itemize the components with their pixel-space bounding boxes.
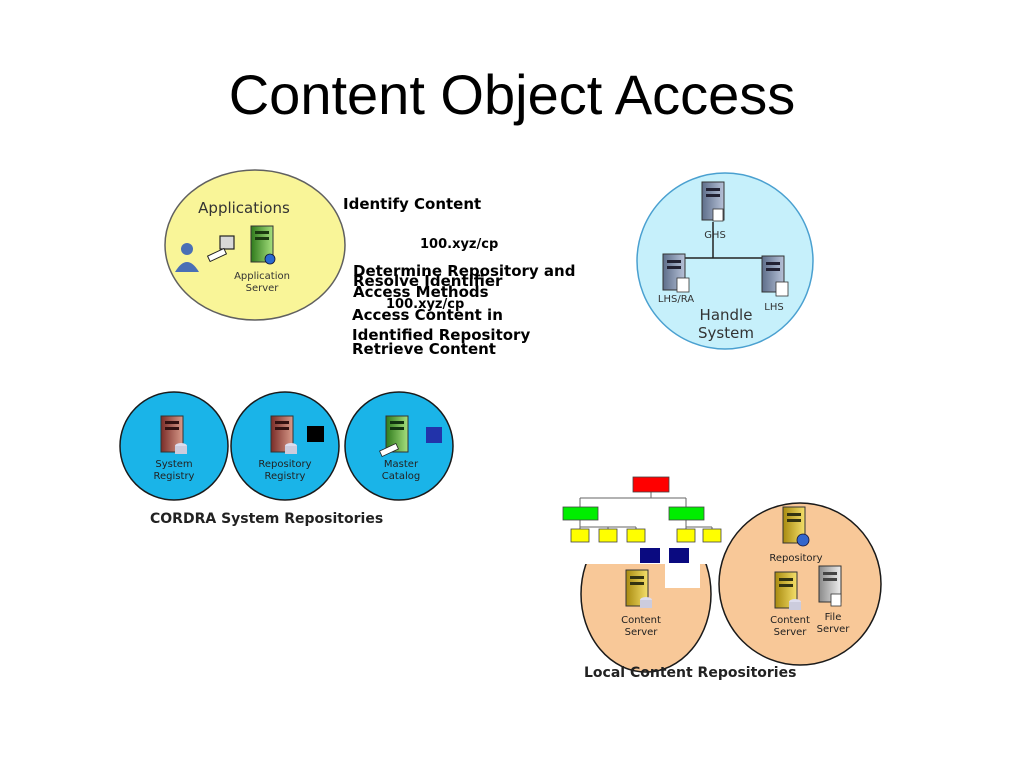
master-catalog-label-2: Catalog <box>382 471 420 482</box>
ghs-label: GHS <box>704 230 726 241</box>
hierarchy-tree <box>560 476 722 588</box>
system-registry-label-1: System <box>155 459 192 470</box>
blue-square-marker <box>426 427 442 443</box>
tree-mid-node-right <box>668 506 705 521</box>
handle-system-group: GHS LHS/RA LHS Handle System <box>636 172 814 350</box>
tree-leaf-node <box>676 528 696 543</box>
tree-lines <box>579 492 713 529</box>
applications-group: Applications Application Server <box>164 169 346 321</box>
handle-system-label-1: Handle <box>700 306 753 324</box>
file-server-label-1: File <box>825 612 842 623</box>
local-repositories-group: Content Server Repository Content Server… <box>560 476 882 681</box>
file-server-label-2: Server <box>817 624 851 635</box>
lhs-ra-label: LHS/RA <box>658 294 694 305</box>
content-server-label-2: Server <box>625 627 659 638</box>
application-server-icon <box>250 225 276 265</box>
file-server-icon <box>818 565 842 607</box>
access-content-label-1: Access Content in <box>352 306 503 324</box>
repository-registry-server-icon <box>270 415 297 454</box>
tree-root-node <box>632 476 670 493</box>
black-square-marker <box>307 426 324 442</box>
repository-label: Repository <box>769 553 822 564</box>
handle-system-bubble <box>636 172 814 350</box>
tree-leaf-node <box>702 528 722 543</box>
user-icon <box>175 243 199 272</box>
content-server-icon <box>625 569 652 608</box>
identify-content-label: Identify Content <box>343 195 482 213</box>
resolve-identifier-label: Resolve Identifier <box>353 272 503 290</box>
lhs-ra-server-icon <box>662 253 690 293</box>
determine-repository-label-1: Determine Repository and <box>353 262 576 280</box>
content-server-2-label-2: Server <box>774 627 808 638</box>
master-catalog-label-1: Master <box>384 459 419 470</box>
application-server-label-1: Application <box>234 271 290 282</box>
repository-bubble <box>718 502 882 666</box>
determine-repository-label-2: Access Methods <box>353 283 489 301</box>
handle-system-label-2: System <box>698 324 754 342</box>
repository-registry-label-2: Registry <box>265 471 306 482</box>
applications-label: Applications <box>198 199 290 217</box>
system-registry-server-icon <box>160 415 187 454</box>
tree-leaf-node <box>570 528 590 543</box>
retrieve-content-label: Retrieve Content <box>352 340 496 358</box>
lhs-label: LHS <box>764 302 783 313</box>
tree-leaf-node <box>598 528 618 543</box>
navy-square-marker <box>640 548 660 563</box>
repository-registry-label-1: Repository <box>258 459 311 470</box>
access-content-label-2: Identified Repository <box>352 326 531 344</box>
local-repositories-caption: Local Content Repositories <box>584 665 796 681</box>
cordra-group: System Registry Repository Registry Mast… <box>119 391 454 527</box>
repository-server-icon <box>782 506 810 547</box>
identifier-value-1: 100.xyz/cp <box>420 237 499 252</box>
page-title: Content Object Access <box>228 63 796 126</box>
system-registry-label-2: Registry <box>154 471 195 482</box>
lhs-server-icon <box>761 255 789 297</box>
content-server-label-1: Content <box>621 615 661 626</box>
tree-mid-node-left <box>562 506 599 521</box>
ghs-server-icon <box>701 181 725 222</box>
workstation-icon <box>206 235 235 263</box>
master-catalog-server-icon <box>379 415 409 458</box>
identifier-value-2: 100.xyz/cp <box>386 297 465 312</box>
navy-square-marker <box>669 548 689 563</box>
content-server-2-label-1: Content <box>770 615 810 626</box>
tree-leaf-node <box>626 528 646 543</box>
application-server-label-2: Server <box>246 283 280 294</box>
cordra-caption: CORDRA System Repositories <box>150 511 383 527</box>
content-server-2-icon <box>774 571 801 610</box>
